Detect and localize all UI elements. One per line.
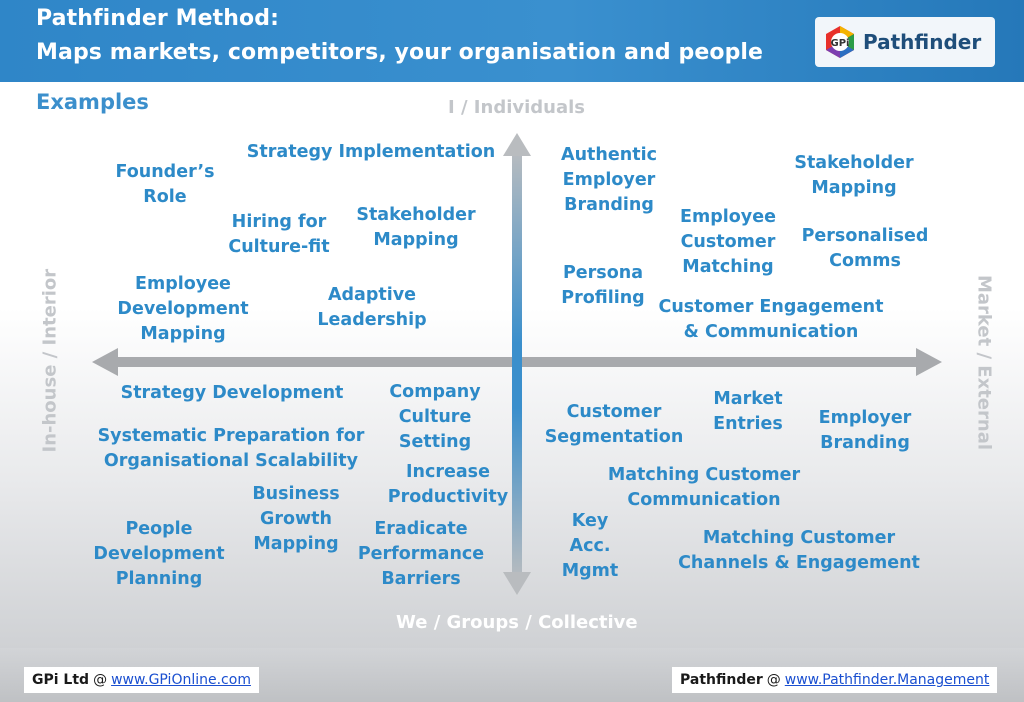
item-personalised-comms: Personalised Comms bbox=[801, 226, 929, 271]
item-key-account-management: Key Acc. Mgmt bbox=[561, 511, 619, 581]
footer-left: GPi Ltd @ www.GPiOnline.com bbox=[24, 667, 259, 693]
item-business-growth-mapping: Business Growth Mapping bbox=[252, 484, 340, 554]
footer-right-link[interactable]: www.Pathfinder.Management bbox=[784, 672, 990, 688]
axis-bottom-label: We / Groups / Collective bbox=[396, 612, 638, 633]
item-market-entries: Market Entries bbox=[713, 389, 783, 434]
item-employee-customer-matching: Employee Customer Matching bbox=[680, 207, 776, 277]
item-persona-profiling: Persona Profiling bbox=[561, 263, 645, 308]
item-authentic-employer-branding: Authentic Employer Branding bbox=[561, 145, 657, 215]
item-strategy-development: Strategy Development bbox=[120, 383, 344, 403]
item-hiring-culture-fit: Hiring for Culture-fit bbox=[228, 212, 330, 257]
footer-right-company: Pathfinder bbox=[680, 672, 763, 688]
footer-right: Pathfinder @ www.Pathfinder.Management bbox=[672, 667, 998, 693]
axis-right-label: Market / External bbox=[973, 274, 995, 451]
item-company-culture-setting: Company Culture Setting bbox=[389, 382, 481, 452]
item-matching-customer-channels: Matching Customer Channels & Engagement bbox=[678, 528, 920, 573]
examples-label: Examples bbox=[36, 90, 149, 114]
item-increase-productivity: Increase Productivity bbox=[387, 462, 509, 507]
logo-text: Pathfinder bbox=[863, 30, 982, 54]
item-strategy-implementation: Strategy Implementation bbox=[246, 142, 496, 162]
footer-left-link[interactable]: www.GPiOnline.com bbox=[111, 672, 251, 688]
item-systematic-preparation: Systematic Preparation for Organisationa… bbox=[97, 426, 365, 471]
item-stakeholder-mapping-left: Stakeholder Mapping bbox=[356, 205, 476, 250]
item-customer-engagement: Customer Engagement & Communication bbox=[658, 297, 884, 342]
footer-left-at: @ bbox=[93, 672, 108, 688]
item-people-development-planning: People Development Planning bbox=[93, 519, 225, 589]
axis-left-label: In-house / Interior bbox=[39, 268, 61, 453]
gpi-logo-icon: GPi bbox=[823, 25, 857, 59]
footer-right-at: @ bbox=[766, 672, 781, 688]
item-stakeholder-mapping-right: Stakeholder Mapping bbox=[794, 153, 914, 198]
item-employee-development-mapping: Employee Development Mapping bbox=[117, 274, 249, 344]
header-title: Pathfinder Method: bbox=[36, 6, 279, 31]
header-subtitle: Maps markets, competitors, your organisa… bbox=[36, 40, 764, 65]
item-employer-branding: Employer Branding bbox=[818, 408, 912, 453]
pathfinder-logo: GPi Pathfinder bbox=[815, 17, 995, 67]
svg-text:GPi: GPi bbox=[831, 38, 850, 49]
item-adaptive-leadership: Adaptive Leadership bbox=[317, 285, 427, 330]
footer-left-company: GPi Ltd bbox=[32, 672, 90, 688]
axis-top-label: I / Individuals bbox=[448, 97, 586, 118]
vertical-axis-arrow bbox=[503, 133, 531, 595]
item-founders-role: Founder’s Role bbox=[115, 162, 215, 207]
item-eradicate-performance-barriers: Eradicate Performance Barriers bbox=[357, 519, 485, 589]
item-matching-customer-communication: Matching Customer Communication bbox=[607, 465, 801, 510]
item-customer-segmentation: Customer Segmentation bbox=[544, 402, 684, 447]
